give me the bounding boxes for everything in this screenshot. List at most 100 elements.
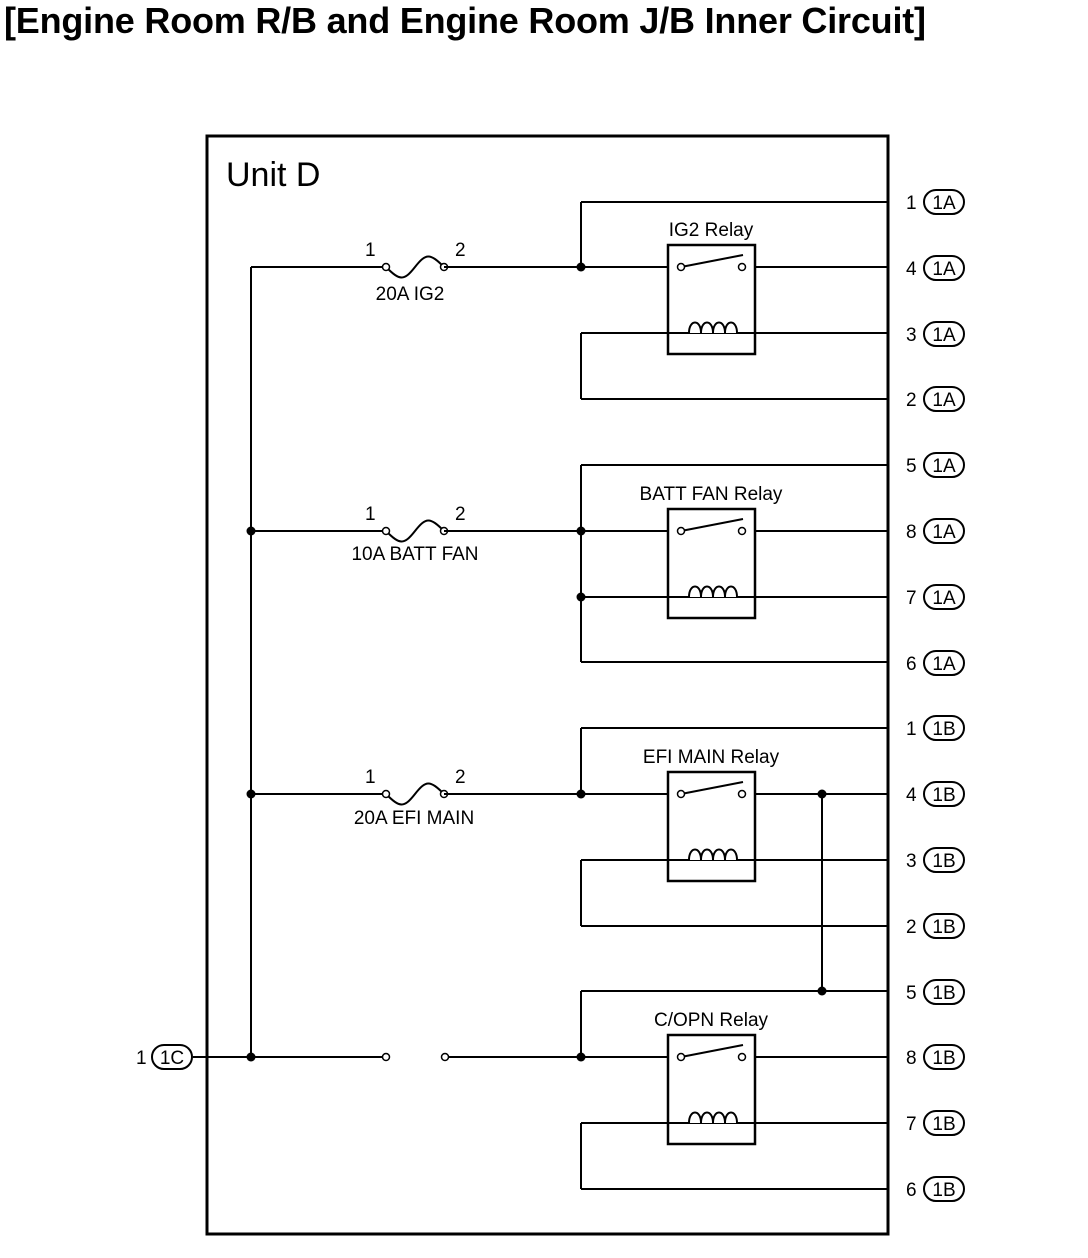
- connector-label: 1A: [932, 193, 956, 214]
- terminal-pin: 1: [906, 719, 917, 740]
- terminal-pin: 8: [906, 522, 917, 543]
- terminal-pin: 6: [906, 1180, 917, 1201]
- c-opn-open-terminal-right: [440, 1052, 450, 1062]
- terminal-pin: 7: [906, 1114, 917, 1135]
- fuse-terminal: [381, 526, 391, 536]
- terminal-pin: 3: [906, 325, 917, 346]
- connector-label: 1B: [932, 785, 955, 806]
- terminal-pin: 8: [906, 1048, 917, 1069]
- input-terminal-connector-label: 1C: [160, 1048, 184, 1069]
- batt-fan-fuse-pin-2: 2: [455, 504, 466, 525]
- ig2-fuse-label: 20A IG2: [376, 284, 445, 305]
- terminal-8-1A: 8 1A: [906, 518, 965, 544]
- terminal-4-1A: 4 1A: [906, 255, 965, 281]
- connector-oval: [923, 650, 965, 676]
- relay-contact: [676, 262, 686, 272]
- connector-oval: [923, 715, 965, 741]
- relay-contact: [676, 526, 686, 536]
- ig2-fuse-pin-1: 1: [365, 240, 376, 261]
- connector-label: 1A: [932, 325, 956, 346]
- connector-oval: [923, 979, 965, 1005]
- page-title: [Engine Room R/B and Engine Room J/B Inn…: [4, 0, 926, 41]
- efi-main-fuse-symbol: [385, 782, 445, 806]
- relay-contact: [737, 789, 747, 799]
- connector-oval: [923, 386, 965, 412]
- relay-contact: [737, 526, 747, 536]
- unit-d-boundary: [205, 134, 890, 1236]
- connector-oval: [923, 321, 965, 347]
- relay-coil-symbol: [688, 321, 738, 334]
- connector-label: 1A: [932, 654, 956, 675]
- terminal-pin: 2: [906, 390, 917, 411]
- efi-main-relay-label: EFI MAIN Relay: [643, 747, 780, 768]
- terminal-6-1A: 6 1A: [906, 650, 965, 676]
- terminal-pin: 2: [906, 917, 917, 938]
- terminal-pin: 4: [906, 785, 917, 806]
- connector-oval: [923, 1110, 965, 1136]
- connector-oval: [923, 452, 965, 478]
- terminal-1-1B: 1 1B: [906, 715, 965, 741]
- terminal-2-1B: 2 1B: [906, 913, 965, 939]
- batt-fan-fuse-pin-1: 1: [365, 504, 376, 525]
- relay-switch-contact: [680, 781, 744, 795]
- connector-label: 1A: [932, 456, 956, 477]
- c-opn-open-terminal-left: [381, 1052, 391, 1062]
- ig2-fuse-symbol: [385, 255, 445, 279]
- terminal-pin: 3: [906, 851, 917, 872]
- connector-oval: [923, 189, 965, 215]
- connector-label: 1A: [932, 588, 956, 609]
- connector-label: 1A: [932, 522, 956, 543]
- terminal-pin: 7: [906, 588, 917, 609]
- junction-dot: [817, 986, 827, 996]
- terminal-pin: 6: [906, 654, 917, 675]
- terminal-8-1B: 8 1B: [906, 1044, 965, 1070]
- terminal-pin: 4: [906, 259, 917, 280]
- ig2-relay-label: IG2 Relay: [669, 220, 754, 241]
- connector-oval: [923, 847, 965, 873]
- efi-main-fuse-label: 20A EFI MAIN: [354, 808, 474, 829]
- terminal-pin: 5: [906, 983, 917, 1004]
- efi-main-fuse-pin-2: 2: [455, 767, 466, 788]
- terminal-4-1B: 4 1B: [906, 781, 965, 807]
- relay-contact: [737, 1052, 747, 1062]
- fuse-terminal: [381, 262, 391, 272]
- relay-contact: [737, 262, 747, 272]
- terminal-3-1B: 3 1B: [906, 847, 965, 873]
- connector-label: 1B: [932, 983, 955, 1004]
- batt-fan-fuse-label: 10A BATT FAN: [351, 544, 478, 565]
- connector-oval: [923, 1176, 965, 1202]
- terminal-5-1B: 5 1B: [906, 979, 965, 1005]
- relay-coil-symbol: [688, 585, 738, 598]
- terminal-3-1A: 3 1A: [906, 321, 965, 347]
- input-terminal-connector: [151, 1044, 193, 1070]
- connector-label: 1B: [932, 1114, 955, 1135]
- relay-contact: [676, 789, 686, 799]
- terminal-6-1B: 6 1B: [906, 1176, 965, 1202]
- connector-oval: [923, 1044, 965, 1070]
- terminal-5-1A: 5 1A: [906, 452, 965, 478]
- connector-label: 1A: [932, 259, 956, 280]
- connector-label: 1B: [932, 917, 955, 938]
- connector-oval: [923, 781, 965, 807]
- relay-coil-symbol: [688, 848, 738, 861]
- relay-switch-contact: [680, 518, 744, 532]
- relay-contact: [676, 1052, 686, 1062]
- ig2-fuse-pin-2: 2: [455, 240, 466, 261]
- connector-label: 1B: [932, 1048, 955, 1069]
- connector-label: 1B: [932, 719, 955, 740]
- batt-fan-fuse-symbol: [385, 519, 445, 543]
- connector-label: 1B: [932, 851, 955, 872]
- terminal-7-1A: 7 1A: [906, 584, 965, 610]
- terminal-pin: 5: [906, 456, 917, 477]
- connector-oval: [923, 255, 965, 281]
- efi-main-fuse-pin-1: 1: [365, 767, 376, 788]
- batt-fan-relay-label: BATT FAN Relay: [640, 484, 783, 505]
- connector-label: 1B: [932, 1180, 955, 1201]
- connector-oval: [923, 913, 965, 939]
- input-terminal-pin: 1: [136, 1048, 147, 1069]
- connector-oval: [923, 518, 965, 544]
